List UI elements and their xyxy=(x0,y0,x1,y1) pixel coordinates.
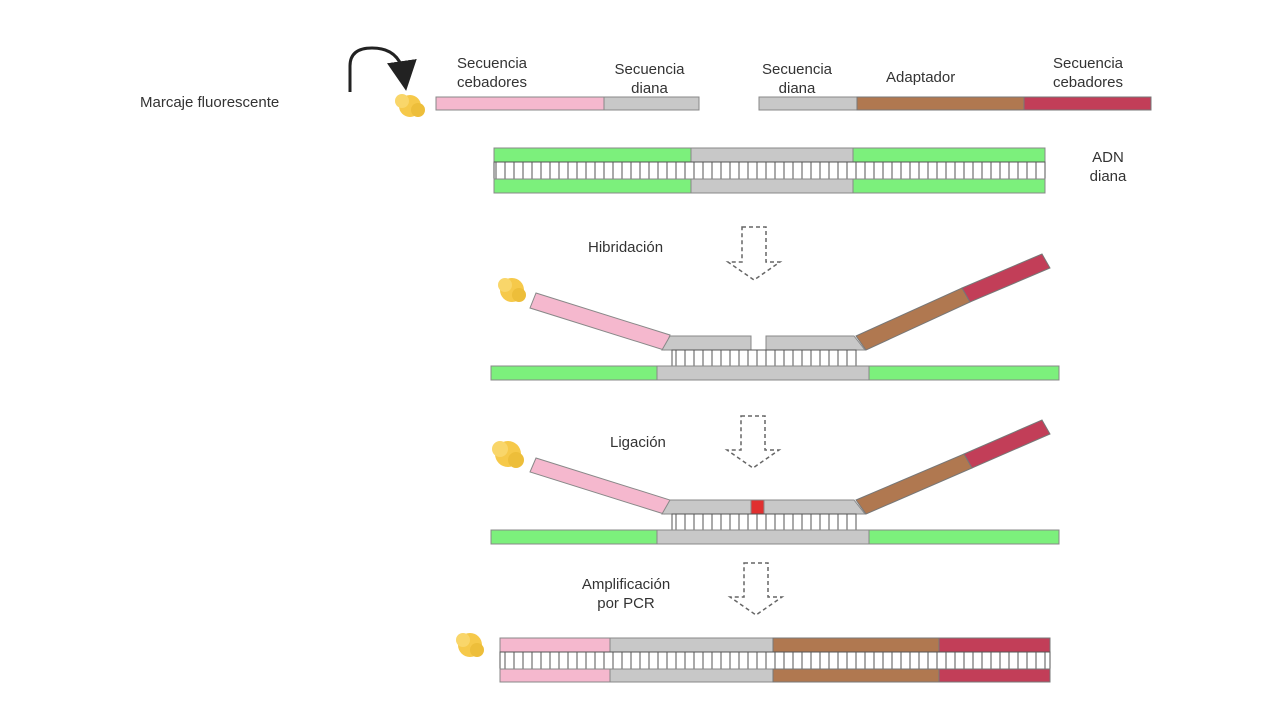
right-target-label-line2: diana xyxy=(778,80,816,97)
left-primer-label-line1: Secuencia xyxy=(456,55,528,72)
fluor-marker-lig xyxy=(492,441,524,468)
left-target-label-line2: diana xyxy=(631,80,668,97)
ligation-complex xyxy=(490,419,1060,545)
fluorescent-label: Marcaje fluorescente xyxy=(140,94,280,111)
right-primer-label-line1: Secuencia xyxy=(1052,55,1124,72)
pcr-step-label: Amplificación por PCR xyxy=(566,575,686,613)
left-target-seq-bar xyxy=(603,96,700,111)
right-primer-label-line2: cebadores xyxy=(1052,74,1124,91)
target-dna-label: ADN diana xyxy=(1082,148,1134,186)
target-dna-label-line1: ADN xyxy=(1092,149,1124,166)
hybridization-step-label: Hibridación xyxy=(588,239,664,256)
right-primer-seq-bar xyxy=(1023,96,1152,111)
right-target-seq-bar xyxy=(758,96,858,111)
left-primer-seq-bar xyxy=(435,96,605,111)
ligation-junction xyxy=(750,499,765,515)
left-target-label: Secuencia diana xyxy=(592,60,707,98)
right-target-label: Secuencia diana xyxy=(738,60,856,98)
ligation-step-label: Ligación xyxy=(610,434,666,451)
curved-arrow-icon xyxy=(348,46,417,92)
pcr-step-label-line2: por PCR xyxy=(597,595,655,612)
left-target-label-line1: Secuencia xyxy=(614,61,685,78)
right-target-label-line1: Secuencia xyxy=(761,61,833,78)
pcr-product-duplex xyxy=(456,633,1051,683)
target-dna-duplex xyxy=(493,147,1046,194)
dashed-down-arrow-icon xyxy=(727,562,785,616)
fluor-marker-pcr xyxy=(456,633,484,657)
right-primer-label: Secuencia cebadores xyxy=(1026,54,1150,92)
hybridization-complex xyxy=(490,253,1060,381)
adapter-label: Adaptador xyxy=(886,69,956,86)
fluor-marker-hyb xyxy=(498,278,526,302)
pcr-step-label-line1: Amplificación xyxy=(581,576,671,593)
fluor-marker-top xyxy=(395,94,425,117)
dashed-down-arrow-icon xyxy=(724,415,782,469)
dashed-down-arrow-icon xyxy=(725,226,783,281)
adapter-bar xyxy=(856,96,1025,111)
target-dna-label-line2: diana xyxy=(1089,168,1127,185)
left-primer-label-line2: cebadores xyxy=(456,74,528,91)
left-primer-label: Secuencia cebadores xyxy=(446,54,538,92)
